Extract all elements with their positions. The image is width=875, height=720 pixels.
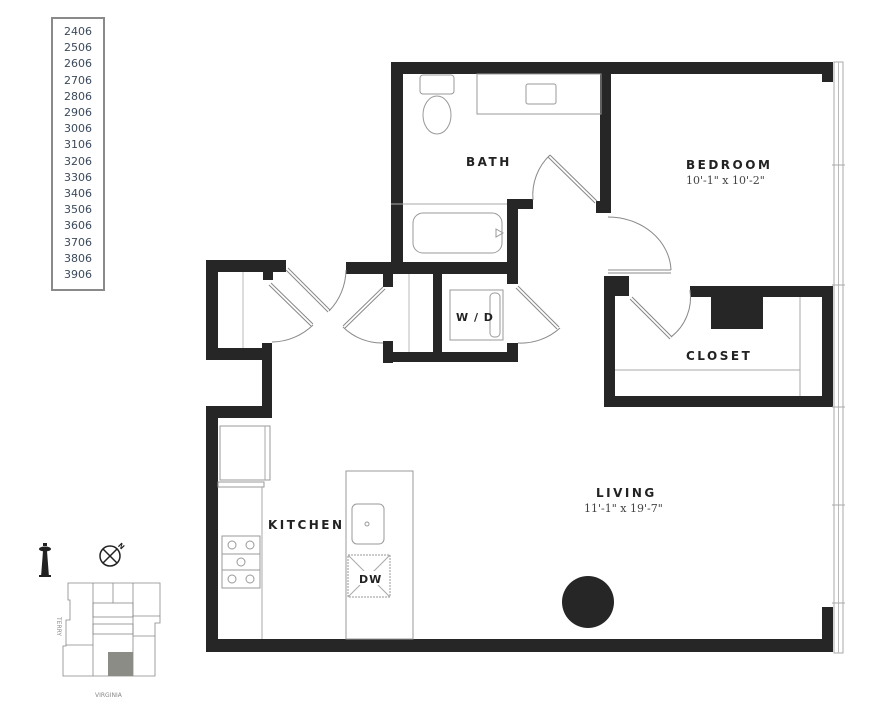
sink-icon [525, 83, 557, 105]
kitchen-fixtures: DW [217, 425, 414, 640]
unit-3306[interactable]: 3306 [64, 170, 92, 184]
wd-label: W / D [456, 311, 494, 324]
key-plan-unit-highlight [108, 652, 133, 676]
bedroom-dimensions: 10'-1" x 10'-2" [686, 174, 765, 187]
unit-3406[interactable]: 3406 [64, 187, 92, 201]
island-sink-icon [351, 503, 385, 545]
street-label-virginia: VIRGINIA [95, 692, 123, 699]
unit-2906[interactable]: 2906 [64, 106, 92, 120]
bath-door[interactable] [532, 154, 598, 204]
unit-2506[interactable]: 2506 [64, 41, 92, 55]
vanity [476, 73, 602, 115]
unit-2406[interactable]: 2406 [64, 25, 92, 38]
entry-closet-door[interactable] [268, 282, 314, 343]
bath-fixtures [391, 73, 602, 254]
unit-3906[interactable]: 3906 [64, 268, 92, 282]
dishwasher [347, 554, 391, 598]
unit-3206[interactable]: 3206 [64, 154, 92, 168]
toilet-tank [419, 74, 455, 95]
unit-3706[interactable]: 3706 [64, 235, 92, 249]
svg-text:N: N [116, 541, 126, 551]
closet-door[interactable] [629, 289, 692, 340]
toilet-bowl [422, 95, 452, 135]
space-needle-icon [39, 543, 51, 577]
unit-2706[interactable]: 2706 [64, 73, 92, 87]
kitchen-label: KITCHEN [268, 518, 345, 532]
walls [206, 62, 833, 652]
bath-label: BATH [466, 155, 512, 169]
unit-3106[interactable]: 3106 [64, 138, 92, 152]
hall-closet-door[interactable] [342, 286, 386, 344]
window-wall [832, 61, 845, 654]
living-dimensions: 11'-1" x 19'-7" [584, 502, 663, 515]
unit-number-list: 2406 2506 2606 2706 2806 2906 3006 3106 … [51, 17, 105, 291]
unit-2606[interactable]: 2606 [64, 57, 92, 71]
street-label-terry: TERRY [55, 616, 62, 636]
dw-label: DW [359, 573, 382, 586]
compass-icon: N [99, 541, 126, 567]
structural-column [562, 576, 614, 628]
cooktop-icon [221, 535, 261, 589]
bedroom-door[interactable] [607, 216, 672, 274]
unit-3806[interactable]: 3806 [64, 251, 92, 265]
wd-door[interactable] [515, 285, 561, 344]
unit-3506[interactable]: 3506 [64, 203, 92, 217]
closet-label: CLOSET [686, 349, 752, 363]
unit-3606[interactable]: 3606 [64, 219, 92, 233]
key-plan-building [62, 582, 161, 677]
washer-dryer: W / D [449, 289, 504, 341]
bathtub [412, 212, 503, 254]
kitchen-island [345, 470, 414, 640]
unit-2806[interactable]: 2806 [64, 89, 92, 103]
closet-fixtures [615, 297, 801, 396]
bedroom-label: BEDROOM [686, 158, 772, 172]
refrigerator [219, 425, 271, 481]
living-label: LIVING [596, 486, 657, 500]
unit-3006[interactable]: 3006 [64, 122, 92, 136]
entry-door[interactable] [285, 267, 347, 313]
